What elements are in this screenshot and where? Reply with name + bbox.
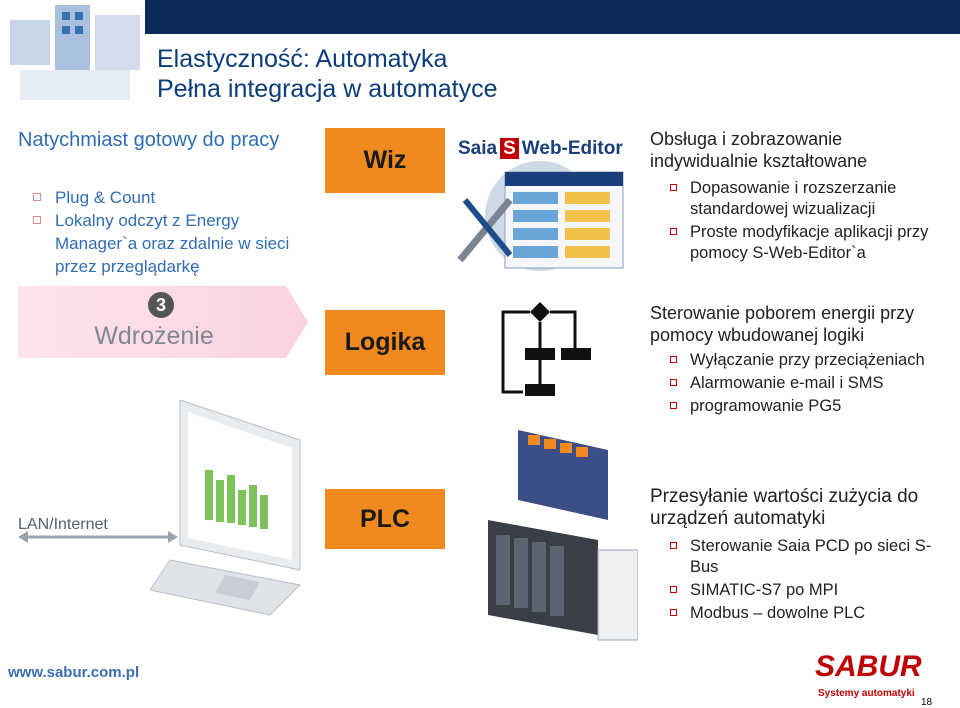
footer-url[interactable]: www.sabur.com.pl <box>8 664 140 681</box>
flowchart-logic-icon <box>501 302 591 396</box>
lan-internet-label: LAN/Internet <box>18 516 108 533</box>
section-heading: Obsługa i zobrazowanie indywidualnie ksz… <box>650 129 868 171</box>
section-bullet: Alarmowanie e-mail i SMS <box>670 373 950 394</box>
section-logic: Sterowanie poborem energii przy pomocy w… <box>650 302 950 419</box>
step-label: Wdrożenie <box>94 322 214 350</box>
lan-double-arrow <box>18 531 178 543</box>
web-editor-screen-image <box>457 161 624 271</box>
logo-slogan: Systemy automatyki <box>818 688 915 699</box>
building-illustration <box>10 5 140 100</box>
section-bullet: programowanie PG5 <box>670 396 950 417</box>
title-line-2: Pełna integracja w automatyce <box>157 75 498 103</box>
left-bullet: Lokalny odczyt z Energy Manager`a oraz z… <box>33 209 303 278</box>
section-heading: Przesyłanie wartości zużycia do urządzeń… <box>650 486 919 529</box>
title-line-1: Elastyczność: Automatyka <box>157 45 448 73</box>
box-plc: PLC <box>325 489 445 549</box>
sabur-logo: SABUR <box>815 650 922 683</box>
energy-manager-monitor-image <box>150 400 302 616</box>
section-bullet: Proste modyfikacje aplikacji przy pomocy… <box>670 222 950 264</box>
box-wiz: Wiz <box>325 128 445 193</box>
slide-title: Elastyczność: Automatyka Pełna integracj… <box>157 44 497 104</box>
left-bullets: Plug & Count Lokalny odczyt z Energy Man… <box>33 186 303 278</box>
left-heading: Natychmiast gotowy do pracy <box>18 129 280 151</box>
step-number-badge: 3 <box>148 292 174 318</box>
section-visualization: Obsługa i zobrazowanie indywidualnie ksz… <box>650 128 950 266</box>
header-bar <box>145 0 960 34</box>
step-arrow-banner <box>18 286 308 358</box>
section-plc: Przesyłanie wartości zużycia do urządzeń… <box>650 486 950 626</box>
left-bullet: Plug & Count <box>33 186 303 209</box>
plc-hardware-image <box>488 430 638 641</box>
section-bullet: Modbus – dowolne PLC <box>670 603 950 624</box>
page-number: 18 <box>921 697 933 708</box>
section-bullet: SIMATIC-S7 po MPI <box>670 580 950 601</box>
section-bullet: Sterowanie Saia PCD po sieci S-Bus <box>670 536 950 578</box>
section-bullet: Dopasowanie i rozszerzanie standardowej … <box>670 178 950 220</box>
section-heading: Sterowanie poborem energii przy pomocy w… <box>650 303 915 345</box>
section-bullet: Wyłączanie przy przeciążeniach <box>670 350 950 371</box>
box-logika: Logika <box>325 310 445 375</box>
